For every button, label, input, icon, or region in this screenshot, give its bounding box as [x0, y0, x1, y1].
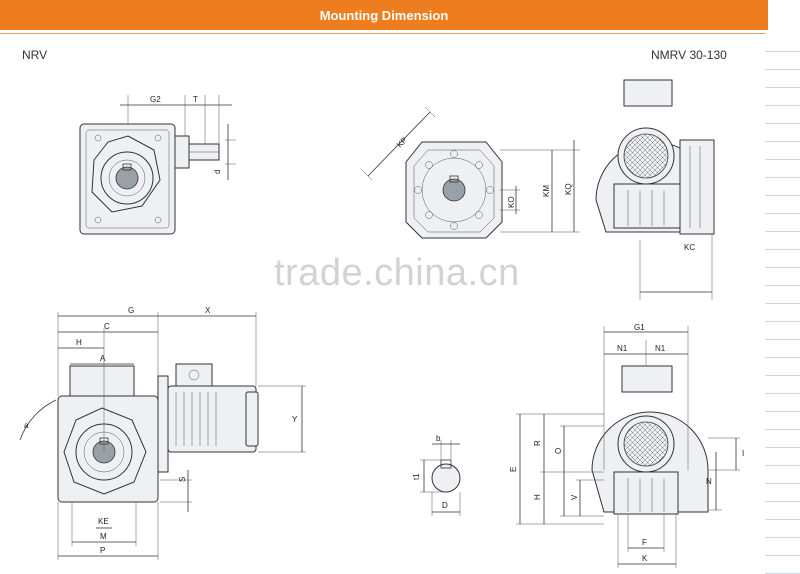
label-ke: KE [98, 517, 109, 526]
label-h: H [76, 338, 82, 347]
nrv-side-view [79, 95, 236, 235]
model-label-nmrv: NMRV 30-130 [651, 48, 727, 62]
label-t: T [193, 95, 198, 104]
label-g: G [128, 306, 134, 315]
nmrv-top-view [595, 79, 715, 300]
label-n: N [706, 477, 712, 486]
label-i: I [742, 449, 744, 458]
label-c: C [104, 322, 110, 331]
label-r: R [533, 440, 542, 446]
header-rule [0, 33, 765, 34]
label-n1-right: N1 [655, 344, 666, 353]
label-d: d [213, 170, 222, 174]
label-e: E [509, 467, 518, 472]
label-k: K [642, 554, 648, 563]
label-o: O [554, 448, 563, 454]
label-g2: G2 [150, 95, 161, 104]
label-x: X [205, 306, 211, 315]
page-header: Mounting Dimension [0, 0, 768, 30]
label-d-key: D [442, 501, 448, 510]
keyway-detail [420, 440, 461, 516]
label-s: S [178, 477, 187, 482]
model-label-nrv: NRV [22, 48, 48, 62]
flange-front-view [361, 106, 580, 239]
label-b: b [436, 434, 441, 443]
label-kq: KQ [564, 183, 573, 195]
label-p: P [100, 546, 105, 555]
page-title: Mounting Dimension [319, 7, 449, 23]
label-n1-left: N1 [617, 344, 628, 353]
label-h-right: H [533, 494, 542, 500]
label-y: Y [292, 415, 298, 424]
motor-assembly-view [19, 312, 306, 560]
label-ko: KO [507, 196, 516, 208]
label-t1: t1 [412, 473, 421, 480]
label-m: M [100, 532, 107, 541]
label-f: F [642, 538, 647, 547]
label-km: KM [542, 185, 551, 197]
label-kp: KP [395, 136, 409, 150]
label-v: V [570, 494, 579, 500]
watermark-text: trade.china.cn [274, 252, 520, 294]
nmrv-bottom-view [516, 326, 740, 568]
label-a-lower: a [24, 421, 29, 430]
label-g1: G1 [634, 323, 645, 332]
side-ruled-strip [765, 34, 800, 574]
label-kc: KC [684, 243, 695, 252]
label-a-upper: A [100, 354, 106, 363]
